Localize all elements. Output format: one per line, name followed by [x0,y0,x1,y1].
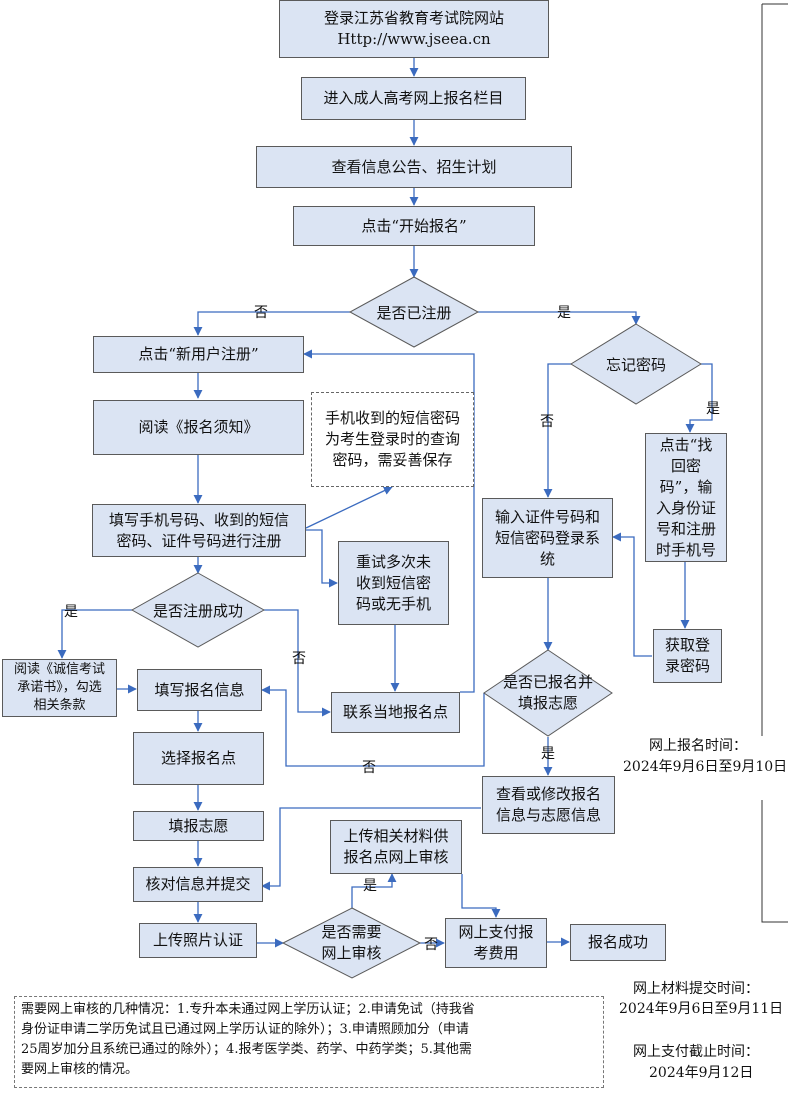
timeline-bracket-mid [761,800,788,923]
label-regsuccess-no: 否 [292,651,306,667]
step-view-modify: 查看或修改报名 信息与志愿信息 [482,776,615,834]
label-registered-no: 否 [254,305,268,321]
decision-review-shape [281,907,422,979]
label-review-no: 否 [424,937,438,953]
step-get-password: 获取登 录密码 [653,629,722,683]
step-click-new-user: 点击“新用户注册” [93,336,304,373]
pay-deadline-label: 网上支付截止时间： [633,1044,759,1060]
arrow-viewmodify-to-verify [261,807,481,891]
decision-forgot-shape [570,323,702,405]
step-view-notice: 查看信息公告、招生计划 [256,146,572,188]
note-review-cases: 需要网上审核的几种情况：1.专升本未通过网上学历认证；2.申请免试（持我省 身份… [14,996,604,1088]
step-upload-photo: 上传照片认证 [139,923,257,958]
step-fill-wish: 填报志愿 [133,811,264,841]
step-contact-local: 联系当地报名点 [331,692,460,733]
decision-registered: 是否已注册 [376,304,452,322]
step-enter-column: 进入成人高考网上报名栏目 [301,77,526,120]
step-retry-sms: 重试多次未 收到短信密 码或无手机 [338,541,449,625]
step-click-start: 点击“开始报名” [293,206,535,246]
step-fill-phone: 填写手机号码、收到的短信 密码、证件号码进行注册 [92,504,306,557]
label-registered-yes: 是 [557,305,571,321]
arrow-fillphone-to-note [305,486,393,529]
arrow-registered-no [193,311,350,336]
reg-time-label: 网上报名时间： [649,738,747,754]
pay-deadline-value: 2024年9月12日 [649,1065,754,1081]
arrow-review-yes [351,873,397,908]
material-time-label: 网上材料提交时间： [633,981,759,997]
decision-registered-shape [348,276,480,348]
label-review-yes: 是 [363,878,377,894]
label-regsuccess-yes: 是 [64,604,78,620]
step-login: 登录江苏省教育考试院网站 Http://www.jseea.cn [279,0,549,58]
reg-time-value: 2024年9月6日至9月10日 [623,759,788,775]
arrow-fillphone-to-retry [306,529,338,588]
arrow-applied-no [261,685,485,767]
step-read-pledge: 阅读《诚信考试 承诺书》，勾选 相关条款 [2,659,117,717]
decision-need-review: 是否需要 网上审核 [321,923,382,962]
decision-applied-shape [483,649,613,737]
decision-regsuccess-shape [130,572,266,648]
material-time-value: 2024年9月6日至9月11日 [619,1001,784,1017]
decision-applied: 是否已报名并 填报志愿 [502,673,593,712]
decision-reg-success: 是否注册成功 [152,602,243,620]
step-pay-fee: 网上支付报 考费用 [445,918,547,968]
label-forgot-no: 否 [540,414,554,430]
arrow-forgot-yes [685,363,713,433]
arrow-contact-to-newuser [303,349,475,693]
step-find-password: 点击“找 回密 码”，输 入身份证 号和注册 时手机号 [645,433,727,562]
arrow-registered-yes [478,311,641,325]
arrow-regsuccess-no [264,609,331,717]
arrow-regsuccess-yes [57,609,132,659]
decision-forgot-password: 忘记密码 [605,356,666,374]
step-choose-point: 选择报名点 [133,732,264,785]
label-applied-yes: 是 [541,746,555,762]
step-verify-submit: 核对信息并提交 [133,867,263,902]
step-success: 报名成功 [570,924,666,961]
step-fill-info: 填写报名信息 [137,669,262,711]
arrow-materials-to-pay [461,874,501,918]
arrow-forgot-no [543,363,571,498]
label-applied-no: 否 [362,760,376,776]
step-input-id: 输入证件号码和 短信密码登录系 统 [482,498,613,578]
step-read-notice: 阅读《报名须知》 [93,400,304,455]
step-upload-materials: 上传相关材料供 报名点网上审核 [330,820,462,874]
arrow-getpw-to-inputid [612,532,652,657]
label-forgot-yes: 是 [706,401,720,417]
note-sms-password: 手机收到的短信密码 为考生登录时的查询 密码，需妥善保存 [311,392,474,487]
